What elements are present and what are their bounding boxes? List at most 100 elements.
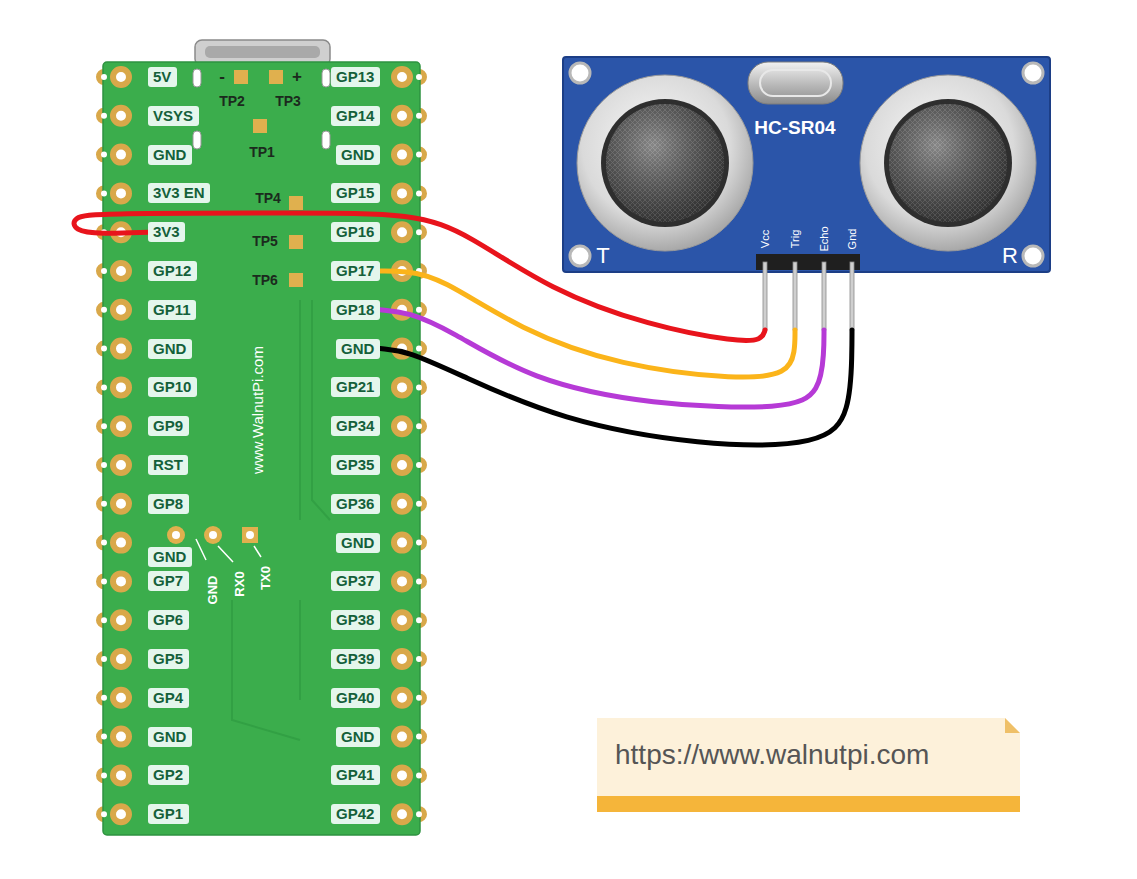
label-holder: TP1 <box>249 145 275 160</box>
pin-label: GND <box>148 547 192 567</box>
pin-label: GP2 <box>148 765 189 785</box>
pin-name: GND <box>153 340 186 357</box>
pin-label: GP21 <box>331 377 380 397</box>
text-holder: T <box>596 244 609 268</box>
label-holder: - <box>219 68 225 87</box>
note-fold <box>1005 718 1020 733</box>
pin-label: GP39 <box>331 649 380 669</box>
url-note: https://www.walnutpi.com <box>597 718 1020 812</box>
pin-name: GND <box>153 548 186 565</box>
text-holder: Vcc <box>759 230 771 248</box>
pin-label: 3V3 EN <box>148 183 210 203</box>
pcb-trace <box>232 300 330 740</box>
pin-label: GP16 <box>331 222 380 242</box>
pin-label: 5V <box>148 67 177 87</box>
pin-name: GP10 <box>153 378 191 395</box>
pin-label: GP1 <box>148 804 189 824</box>
pin-name: GP17 <box>336 262 374 279</box>
pin-label: GP10 <box>148 377 197 397</box>
pin-pad <box>110 77 132 815</box>
mount-slot <box>322 131 330 149</box>
pin-name: GP40 <box>336 689 374 706</box>
pin-label: GP34 <box>331 416 380 436</box>
sensor-pin: Trig <box>786 222 804 330</box>
debug-hole <box>172 531 180 539</box>
text-holder: www.WalnutPi.com <box>250 346 267 474</box>
label-holder: TX0 <box>259 566 273 590</box>
pin-label: GND <box>336 339 380 359</box>
pin-label: GP4 <box>148 688 189 708</box>
board-text: www.WalnutPi.com <box>249 346 266 474</box>
text-holder: Trig <box>789 230 801 249</box>
pin-name: RST <box>153 456 183 473</box>
ultrasonic-sensor: HC-SR04TRVccTrigEchoGnd <box>563 57 1050 272</box>
test-pad <box>234 70 248 84</box>
board-label: TP5 <box>252 233 278 249</box>
pin-name: GND <box>341 728 374 745</box>
pin-name: Trig <box>789 230 801 249</box>
label-holder: TP2 <box>219 94 245 109</box>
pin-name: GP13 <box>336 68 374 85</box>
pin-label: GP9 <box>148 416 189 436</box>
pin-pad <box>391 77 413 815</box>
board-text: T <box>596 243 609 268</box>
pin-label: GP18 <box>331 300 380 320</box>
transducer-shine <box>889 104 1007 222</box>
url-text: https://www.walnutpi.com <box>615 739 929 770</box>
pin-name: GP12 <box>153 262 191 279</box>
pin-name: GP7 <box>153 572 183 589</box>
pin-name: GP15 <box>336 184 374 201</box>
pin-name: Echo <box>818 226 830 251</box>
header-pin <box>793 262 797 330</box>
pin-label: GP5 <box>148 649 189 669</box>
mount-hole <box>1023 246 1043 266</box>
pin-label: RST <box>148 455 188 475</box>
pin-name: GP21 <box>336 378 374 395</box>
board-label: TP2 <box>219 93 245 109</box>
pin-label: GP37 <box>331 571 380 591</box>
jumper-wire <box>380 310 824 407</box>
pin-label: VSYS <box>148 106 199 126</box>
pin-hole <box>397 77 407 815</box>
sensor-pin: Gnd <box>843 222 861 330</box>
pin-name: GP14 <box>336 107 374 124</box>
pin-name: GP41 <box>336 766 374 783</box>
pin-name: GP34 <box>336 417 374 434</box>
pin-name: GP38 <box>336 611 374 628</box>
pin-label: 3V3 <box>148 222 185 242</box>
leader-line <box>196 539 261 562</box>
crystal <box>748 62 843 104</box>
debug-pad <box>242 527 258 543</box>
test-pad <box>289 273 303 287</box>
pin-name: GP4 <box>153 689 183 706</box>
label-holder: GND <box>206 576 220 605</box>
mount-hole <box>570 246 590 266</box>
transducer-body <box>601 99 729 227</box>
label-holder: TP4 <box>255 191 281 206</box>
pin-name: GP11 <box>153 301 191 318</box>
pin-label: GP41 <box>331 765 380 785</box>
pin-name: Gnd <box>846 229 858 250</box>
pin-label: GND <box>336 145 380 165</box>
pin-header <box>756 254 860 270</box>
pin-label: GP38 <box>331 610 380 630</box>
pin-label: GP8 <box>148 494 189 514</box>
debug-pad <box>167 526 185 544</box>
pin-name: GP9 <box>153 417 183 434</box>
pin-label: GND <box>148 727 192 747</box>
board-label: TP3 <box>275 93 301 109</box>
transducer-ring <box>860 75 1036 251</box>
board-label: TX0 <box>258 566 273 590</box>
label-holder: TP5 <box>252 234 278 249</box>
jumper-wire <box>380 330 852 445</box>
label-holder: + <box>292 68 302 87</box>
pin-label: GP15 <box>331 183 380 203</box>
board-label: TP4 <box>255 190 281 206</box>
board-label: TP6 <box>252 272 278 288</box>
pin-label: GP14 <box>331 106 380 126</box>
pin-name: 5V <box>153 68 171 85</box>
pin-name: GP8 <box>153 495 183 512</box>
test-pad <box>253 119 267 133</box>
